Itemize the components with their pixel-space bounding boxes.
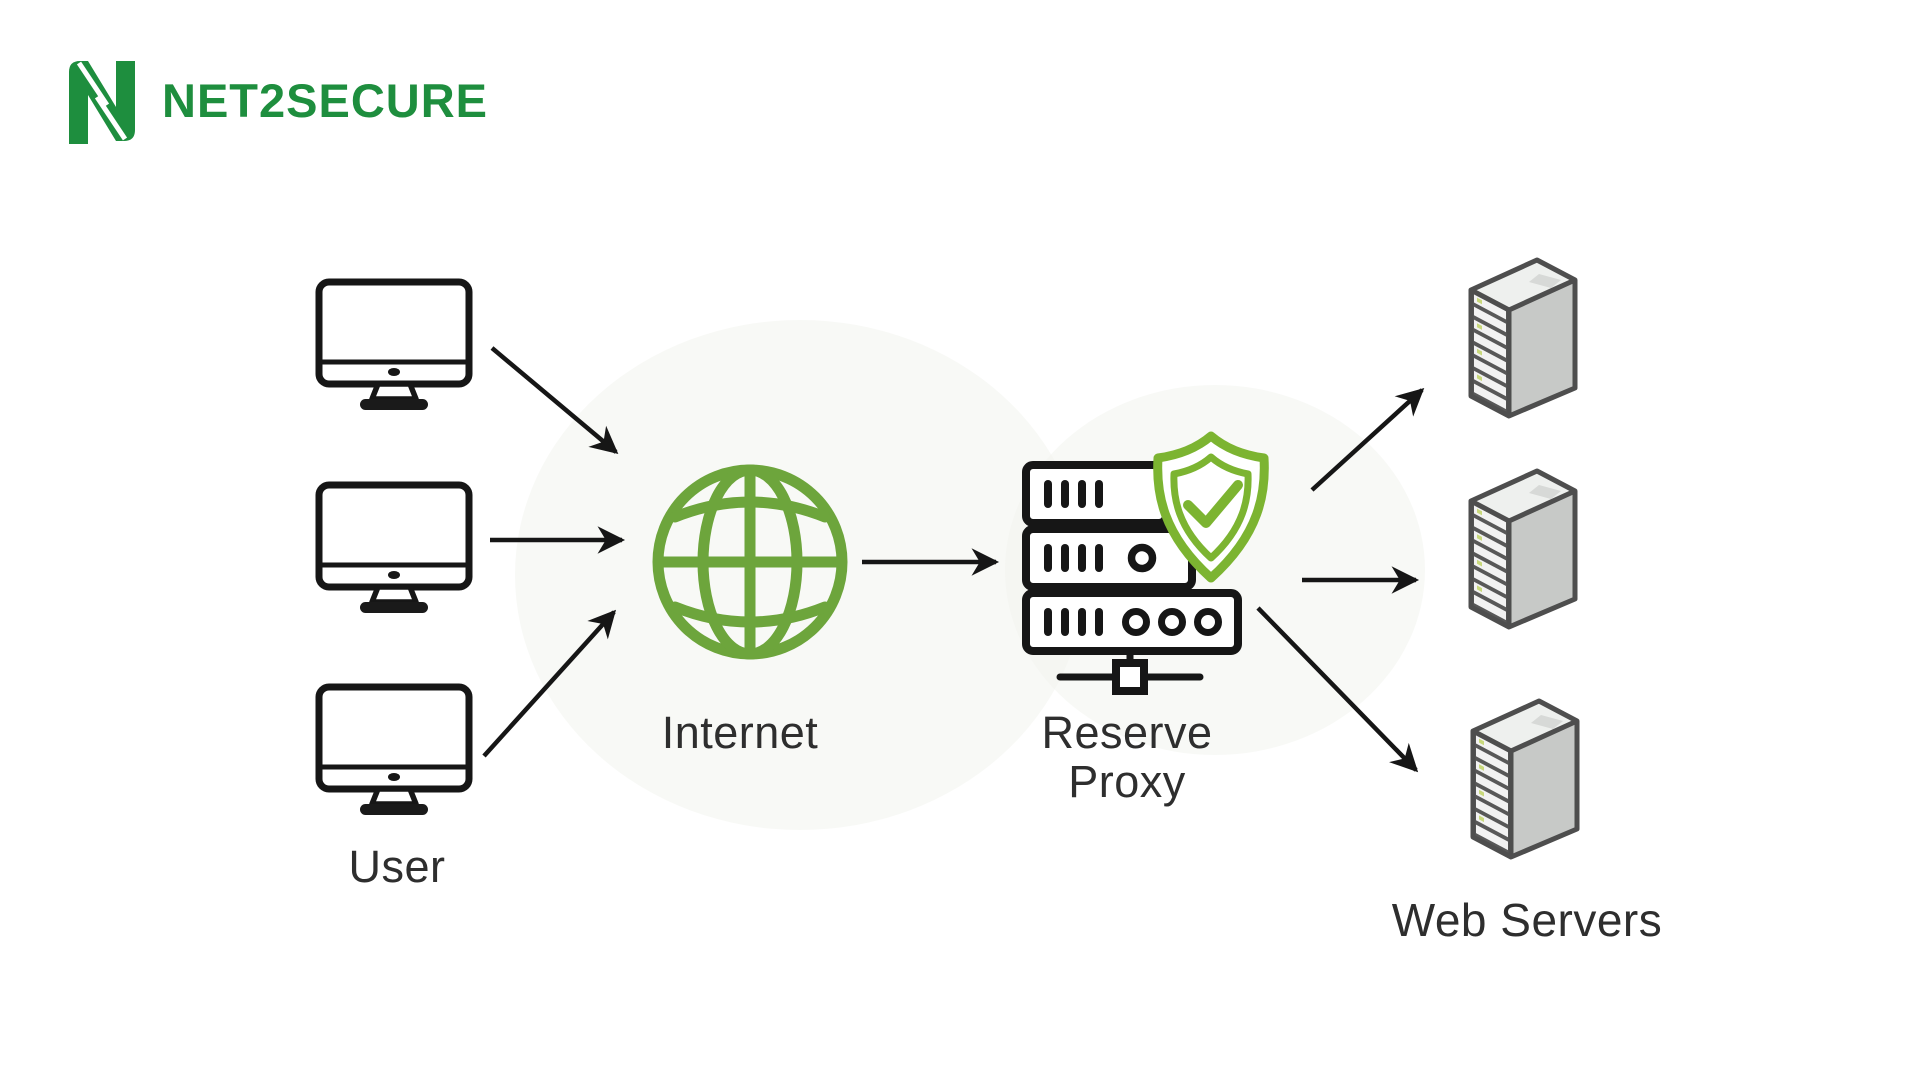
internet-label: Internet xyxy=(661,707,819,758)
arrow-proxy-server3 xyxy=(1256,606,1419,773)
reverse-proxy-label: Reserve Proxy xyxy=(1017,708,1237,806)
reverse-proxy-label-line1: Reserve xyxy=(1041,707,1213,758)
web-servers-label: Web Servers xyxy=(1391,894,1663,946)
n-leaf-logo-icon xyxy=(69,61,135,144)
user-label: User xyxy=(348,841,446,892)
arrow-user1-internet xyxy=(490,346,619,454)
reverse-proxy-label-line2: Proxy xyxy=(1068,756,1186,807)
brand-name: NET2SECURE xyxy=(162,74,489,127)
arrow-proxy-server1 xyxy=(1310,387,1425,492)
brand-logo: NET2SECURE xyxy=(66,58,488,144)
arrow-user3-internet xyxy=(482,609,617,758)
